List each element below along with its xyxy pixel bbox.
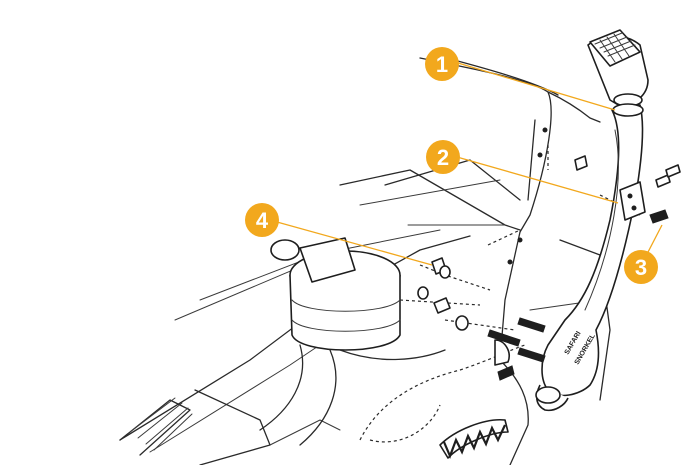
fender-hole-2: [507, 259, 513, 265]
callout-3-circle: [624, 250, 658, 284]
air-filter-inlet: [270, 239, 300, 261]
hidden-pillar-mount-2: [487, 229, 521, 246]
pillar-hole-1: [542, 127, 548, 133]
leader-2: [456, 156, 619, 204]
snorkel: SAFARI SNORKEL: [535, 104, 644, 412]
leader-1: [457, 62, 616, 111]
air-filter-band: [291, 299, 401, 312]
bracket-hole-1: [627, 193, 633, 199]
air-filter-body: [289, 274, 401, 351]
callout-1-circle: [425, 47, 459, 81]
grille-slats: [129, 397, 193, 451]
roof-to-pillar: [547, 91, 601, 123]
bolt-head-right-2: [665, 164, 681, 178]
intake-hose-existing: [259, 344, 304, 431]
ribbed-hose: [442, 424, 506, 459]
snorkel-highlight: [584, 129, 619, 311]
hidden-hose-loop: [369, 404, 441, 443]
leader-3: [645, 224, 663, 257]
air-filter-housing: [259, 237, 446, 446]
snorkel-head: [587, 29, 649, 117]
callout-3: 3: [624, 250, 658, 284]
air-filter-clip: [299, 237, 356, 283]
fender-hole-1: [517, 237, 523, 243]
washer-4a: [439, 265, 451, 279]
bracket-hole-2: [631, 205, 637, 211]
wiper-line: [359, 179, 501, 206]
callout-2-circle: [426, 140, 460, 174]
callout-1: 1: [425, 47, 459, 81]
mounting-bracket: [619, 181, 646, 221]
washer-4b: [417, 286, 429, 300]
bolt-head-right-1: [655, 174, 671, 188]
stud-3: [517, 347, 546, 363]
callout-3-number: 3: [635, 255, 647, 280]
wheel-arch: [499, 359, 529, 465]
vehicle-outline: [119, 54, 611, 465]
a-pillar-inner: [527, 119, 536, 201]
nut-4b: [433, 297, 451, 314]
intake-connection: [339, 349, 446, 361]
washer-4c: [455, 315, 469, 331]
stud-2: [517, 317, 546, 333]
pillar-hole-2: [537, 152, 543, 158]
snorkel-outlet-opening: [535, 386, 561, 404]
callout-4-circle: [245, 203, 279, 237]
callout-1-number: 1: [436, 52, 448, 77]
callout-2: 2: [426, 140, 460, 174]
intake-hose-existing-2: [299, 349, 337, 446]
washer-right: [649, 209, 669, 224]
callout-2-number: 2: [437, 145, 449, 170]
hidden-bolt-line-1: [399, 299, 481, 306]
callout-4-number: 4: [256, 208, 269, 233]
hidden-bolt-line-2: [419, 264, 491, 291]
windscreen-base: [339, 169, 521, 231]
body-grommet: [494, 339, 510, 366]
headlight-housing: [194, 389, 271, 465]
ram-clamp-bottom: [612, 103, 644, 117]
pillar-nut: [574, 155, 588, 171]
air-filter-band-2: [291, 319, 401, 332]
snorkel-body: [541, 104, 644, 397]
stud-1: [487, 329, 521, 347]
grille-outline: [119, 399, 191, 456]
callout-4: 4: [245, 203, 279, 237]
windscreen-frame: [384, 159, 521, 201]
air-ram-mesh: [594, 32, 636, 63]
callout-leaders: [276, 62, 663, 266]
mounting-hardware: [417, 127, 681, 363]
lower-intake-parts: [439, 339, 515, 459]
front-panel-line: [269, 419, 341, 446]
leader-4: [276, 221, 433, 266]
fender-clip: [497, 365, 515, 381]
